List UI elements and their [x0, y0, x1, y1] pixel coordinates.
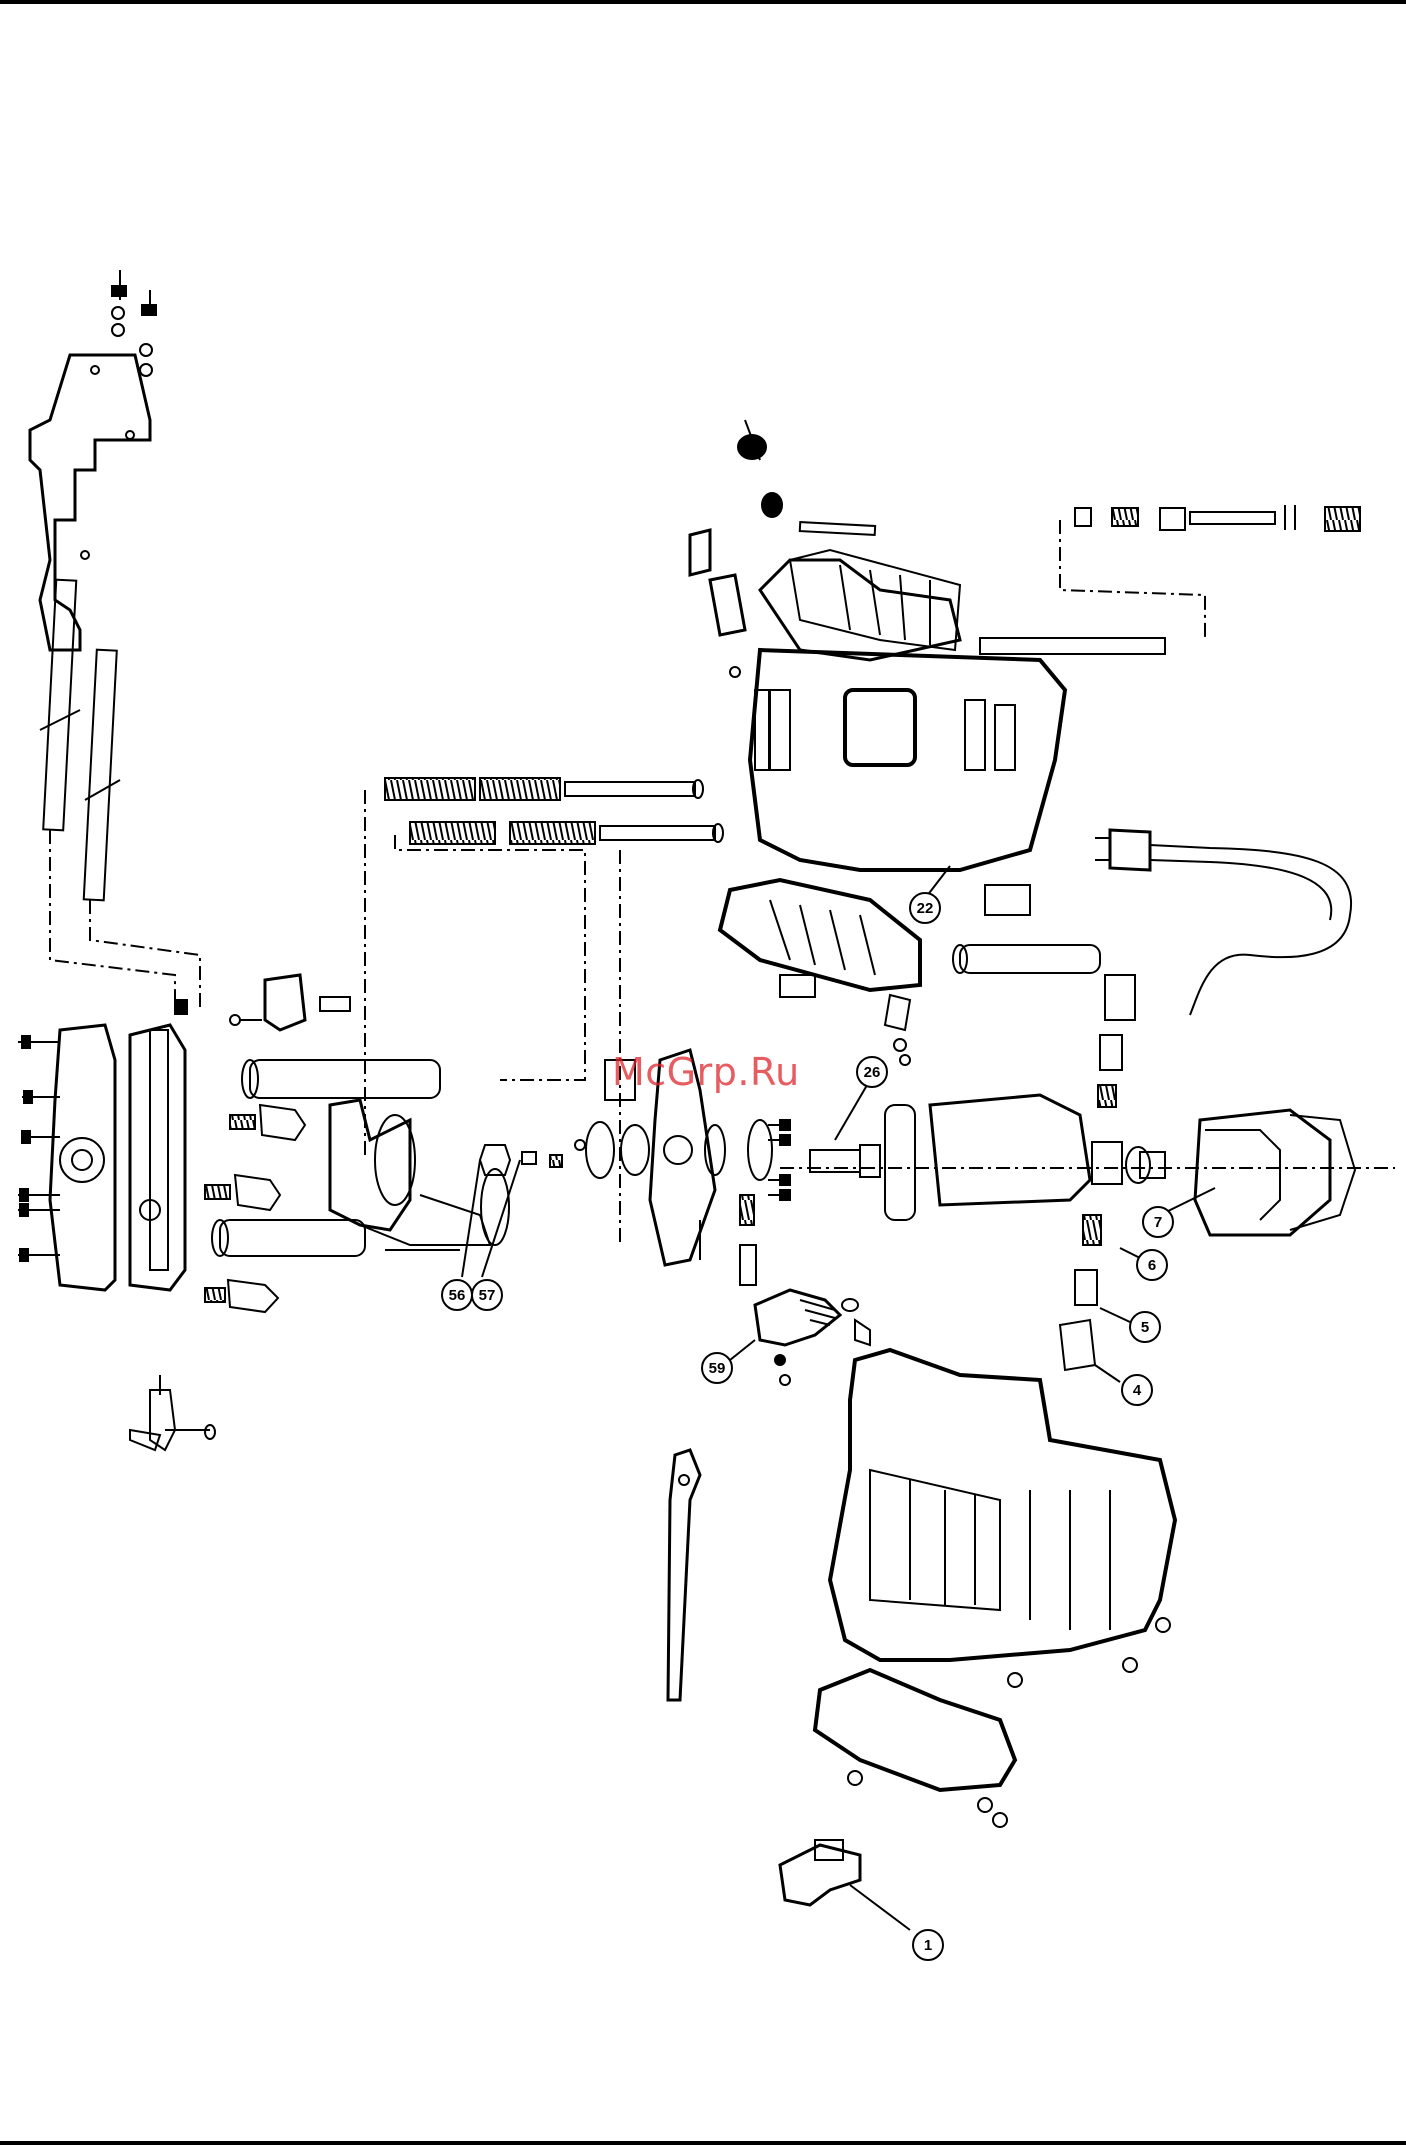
- leader-line: [1095, 1365, 1120, 1382]
- switch-cover: [780, 1840, 860, 1905]
- leader-line: [730, 1340, 755, 1360]
- svg-text:1: 1: [924, 1937, 932, 1954]
- housing-screws: [848, 1618, 1170, 1827]
- handle-grip: [790, 550, 960, 650]
- leader-line: [850, 1885, 910, 1930]
- upper-motor-housing: [720, 560, 1065, 990]
- depth-latch: [175, 975, 350, 1030]
- leader-line: [1100, 1308, 1130, 1322]
- svg-text:4: 4: [1133, 1382, 1142, 1399]
- leader-line: [835, 1080, 870, 1140]
- callout-59: 59: [702, 1353, 732, 1383]
- spanner-wrench: [668, 1450, 700, 1700]
- svg-text:56: 56: [449, 1287, 466, 1304]
- callout-7: 7: [1143, 1207, 1173, 1237]
- svg-text:26: 26: [864, 1064, 881, 1081]
- stator-field: [1195, 1110, 1355, 1235]
- callout-26: 26: [857, 1057, 887, 1087]
- callout-57: 57: [472, 1280, 502, 1310]
- assembly-line: [1060, 520, 1205, 640]
- latch-plate: [690, 530, 745, 677]
- callout-4: 4: [1122, 1375, 1152, 1405]
- rod-shaft: [980, 638, 1165, 654]
- plunge-springs: [385, 778, 723, 844]
- armature: [810, 1095, 1165, 1220]
- callout-22: 22: [910, 893, 940, 923]
- callout-5: 5: [1130, 1312, 1160, 1342]
- svg-text:7: 7: [1154, 1214, 1162, 1231]
- column-tubes: [212, 1060, 440, 1256]
- svg-text:57: 57: [479, 1287, 496, 1304]
- gear-bearing-parts: [586, 1050, 772, 1285]
- lower-motor-housing: [815, 1350, 1175, 1790]
- depth-rod: [1075, 505, 1360, 531]
- svg-text:5: 5: [1141, 1319, 1149, 1336]
- carbon-brush-stack: [1060, 975, 1135, 1370]
- top-knob: [738, 420, 875, 535]
- dust-extraction-housing: [330, 1100, 509, 1250]
- callout-6: 6: [1137, 1250, 1167, 1280]
- power-cord: [1095, 830, 1351, 1015]
- svg-text:6: 6: [1148, 1257, 1156, 1274]
- base-bracket: [30, 355, 150, 650]
- assembly-line: [90, 900, 200, 1010]
- locking-pin: [130, 1375, 215, 1450]
- callout-1: 1: [913, 1930, 943, 1960]
- callouts: 22 26 7 6 5 4: [442, 893, 1173, 1960]
- svg-text:59: 59: [709, 1360, 726, 1377]
- svg-text:22: 22: [917, 900, 934, 917]
- assembly-line: [50, 830, 175, 1010]
- leader-line: [462, 1160, 480, 1277]
- base-plate: [50, 1025, 185, 1290]
- leader-line: [482, 1160, 520, 1277]
- adjustment-knobs: [205, 1105, 305, 1312]
- cable-clamp: [885, 995, 910, 1065]
- screw-stack-top: [112, 270, 156, 376]
- assembly-line: [395, 835, 585, 1080]
- callout-56: 56: [442, 1280, 472, 1310]
